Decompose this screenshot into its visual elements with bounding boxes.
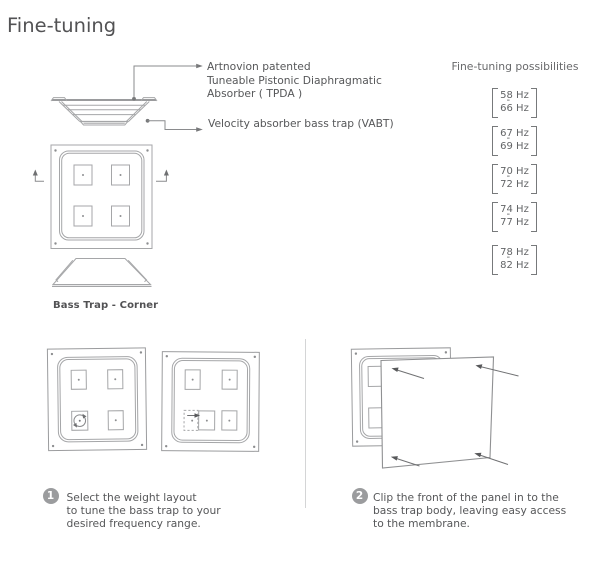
left-bracket — [492, 88, 498, 118]
freq-range-1: 58 Hz 66 Hz - — [492, 88, 537, 118]
freq-range-5: 78 Hz 82 Hz - — [492, 245, 537, 275]
freq-from: 78 Hz — [500, 246, 529, 258]
right-up-arrow-icon — [156, 169, 169, 182]
move-weight-arrow-icon — [187, 413, 201, 418]
page-title: Fine-tuning — [7, 14, 117, 37]
step-2-badge: 2 — [351, 488, 368, 504]
vabt-callout-line — [145, 118, 203, 132]
step-1-line3: desired frequency range. — [66, 517, 201, 531]
clip-panel-diagram — [350, 347, 519, 469]
freq-to: 82 Hz — [500, 260, 529, 271]
possibilities-heading: Fine-tuning possibilities — [451, 59, 579, 73]
freq-from: 58 Hz — [500, 89, 529, 101]
right-bracket — [531, 88, 537, 118]
tpda-label: Artnovion patented Tuneable Pistonic Dia… — [207, 60, 382, 100]
freq-dash: - — [506, 133, 511, 144]
side-view-diagram — [50, 97, 158, 126]
freq-range-4: 74 Hz 77 Hz - — [492, 202, 537, 232]
right-bracket — [531, 245, 537, 275]
freq-dash: - — [506, 209, 511, 220]
freq-range-2: 67 Hz 69 Hz - — [492, 126, 537, 156]
freq-dash: - — [506, 252, 511, 263]
freq-dash: - — [506, 171, 511, 182]
section-divider — [305, 339, 306, 508]
left-bracket — [492, 126, 498, 156]
weight-layout-panel-1 — [46, 347, 148, 452]
left-bracket — [492, 164, 498, 194]
freq-from: 70 Hz — [500, 165, 529, 177]
step-1-line1: Select the weight layout — [66, 490, 197, 504]
step-2-line3: to the membrane. — [373, 517, 470, 531]
left-up-arrow-icon — [32, 169, 44, 182]
freq-to: 72 Hz — [500, 179, 529, 190]
right-bracket — [531, 164, 537, 194]
vabt-label: Velocity absorber bass trap (VABT) — [208, 117, 394, 130]
tpda-label-line1: Artnovion patented — [207, 60, 311, 74]
step-2-line1: Clip the front of the panel in to the — [373, 490, 559, 504]
rotate-weight-icon — [73, 413, 87, 428]
freq-from: 67 Hz — [500, 127, 529, 139]
tpda-label-line2: Tuneable Pistonic Diaphragmatic — [207, 73, 382, 87]
bottom-view-diagram — [51, 258, 152, 287]
bass-trap-caption: Bass Trap - Corner — [53, 300, 159, 311]
step-2-text: Clip the front of the panel in to the ba… — [373, 491, 566, 531]
step-1-badge: 1 — [42, 488, 59, 504]
freq-to: 66 Hz — [500, 103, 529, 114]
step-2-line2: bass trap body, leaving easy access — [373, 503, 567, 517]
freq-from: 74 Hz — [500, 203, 529, 215]
freq-to: 77 Hz — [500, 217, 529, 228]
step-1-line2: to tune the bass trap to your — [66, 503, 221, 517]
freq-range-3: 70 Hz 72 Hz - — [492, 164, 537, 194]
freq-to: 69 Hz — [500, 141, 529, 152]
tpda-callout-line — [132, 63, 203, 101]
weight-layout-panel-2 — [161, 351, 260, 452]
tpda-label-line3: Absorber ( TPDA ) — [207, 87, 303, 101]
left-bracket — [492, 202, 498, 232]
right-bracket — [531, 126, 537, 156]
right-bracket — [531, 202, 537, 232]
step-1-text: Select the weight layout to tune the bas… — [67, 491, 221, 531]
left-bracket — [492, 245, 498, 275]
freq-dash: - — [506, 95, 511, 106]
front-view-diagram — [50, 144, 153, 249]
